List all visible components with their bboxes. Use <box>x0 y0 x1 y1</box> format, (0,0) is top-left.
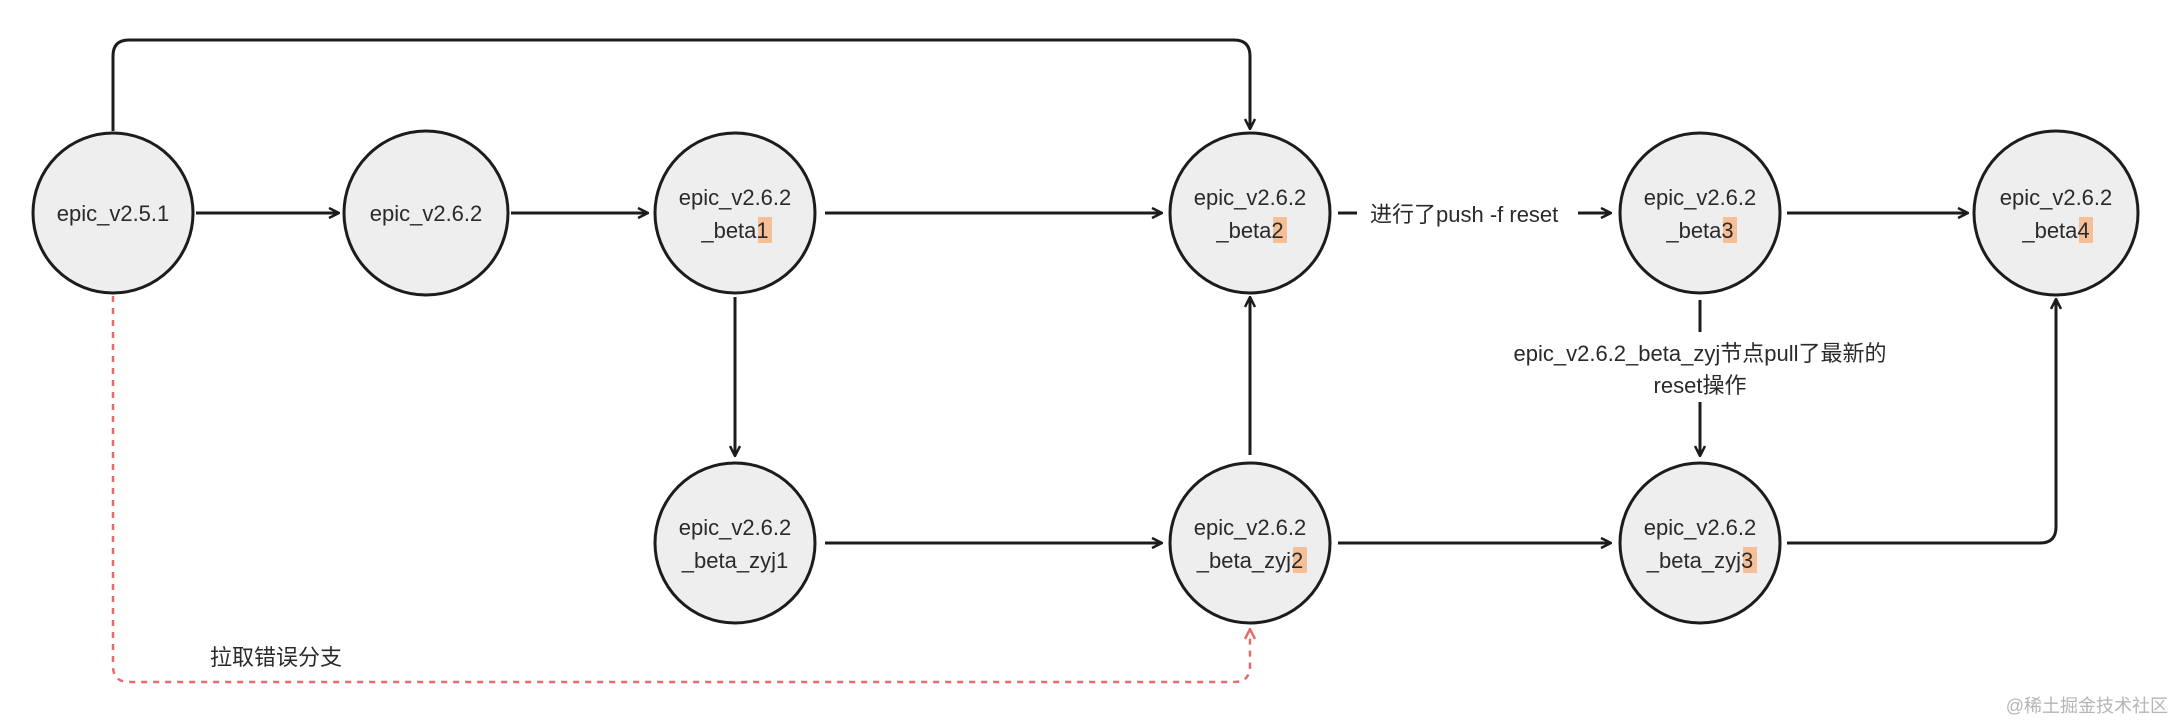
label-push-reset: 进行了push -f reset <box>1370 202 1558 227</box>
node-beta1: epic_v2.6.2 _beta1 <box>653 131 817 295</box>
node-beta2-line1: epic_v2.6.2 <box>1194 185 1307 210</box>
node-zyj3-highlight <box>1743 547 1757 573</box>
node-beta3: epic_v2.6.2 _beta3 <box>1618 131 1782 295</box>
node-beta3-line1: epic_v2.6.2 <box>1644 185 1757 210</box>
node-zyj2: epic_v2.6.2 _beta_zyj2 <box>1168 461 1332 625</box>
node-beta2: epic_v2.6.2 _beta2 <box>1168 131 1332 295</box>
node-beta4-line2: _beta4 <box>2021 218 2089 243</box>
node-beta1-line2: _beta1 <box>700 218 768 243</box>
node-zyj1-line1: epic_v2.6.2 <box>679 515 792 540</box>
edge-zyj3-to-beta4 <box>1787 300 2056 545</box>
node-v251-label: epic_v2.5.1 <box>57 201 170 226</box>
edge-v251-to-zyj2-dashed <box>111 296 1250 684</box>
node-beta1-line1: epic_v2.6.2 <box>679 185 792 210</box>
node-beta1-highlight <box>758 217 772 243</box>
node-zyj2-line1: epic_v2.6.2 <box>1194 515 1307 540</box>
node-beta3-line2: _beta3 <box>1665 218 1733 243</box>
node-zyj1-line2: _beta_zyj1 <box>681 548 788 573</box>
node-v262: epic_v2.6.2 <box>342 129 510 297</box>
label-wrong-branch: 拉取错误分支 <box>210 645 342 670</box>
label-pull-line2: reset操作 <box>1654 373 1747 398</box>
node-beta4-highlight <box>2079 217 2093 243</box>
watermark: @稀土掘金技术社区 <box>2006 696 2168 716</box>
edges <box>111 38 2056 684</box>
node-zyj2-line2: _beta_zyj2 <box>1196 548 1303 573</box>
node-beta4: epic_v2.6.2 _beta4 <box>1972 129 2140 297</box>
node-zyj3: epic_v2.6.2 _beta_zyj3 <box>1618 461 1782 625</box>
label-pull-bg <box>1490 332 1910 402</box>
node-zyj1: epic_v2.6.2 _beta_zyj1 <box>653 461 817 625</box>
edge-v251-to-beta2-top <box>111 38 1250 131</box>
node-v262-label: epic_v2.6.2 <box>370 201 483 226</box>
node-v251: epic_v2.5.1 <box>31 131 195 295</box>
node-beta3-highlight <box>1723 217 1737 243</box>
edge-labels: 进行了push -f reset epic_v2.6.2_beta_zyj节点p… <box>210 202 1910 670</box>
label-pull-line1: epic_v2.6.2_beta_zyj节点pull了最新的 <box>1514 341 1887 366</box>
node-zyj3-line2: _beta_zyj3 <box>1646 548 1753 573</box>
node-beta2-highlight <box>1273 217 1287 243</box>
node-beta2-line2: _beta2 <box>1215 218 1283 243</box>
node-zyj3-line1: epic_v2.6.2 <box>1644 515 1757 540</box>
node-beta4-line1: epic_v2.6.2 <box>2000 185 2113 210</box>
node-zyj2-highlight <box>1293 547 1307 573</box>
